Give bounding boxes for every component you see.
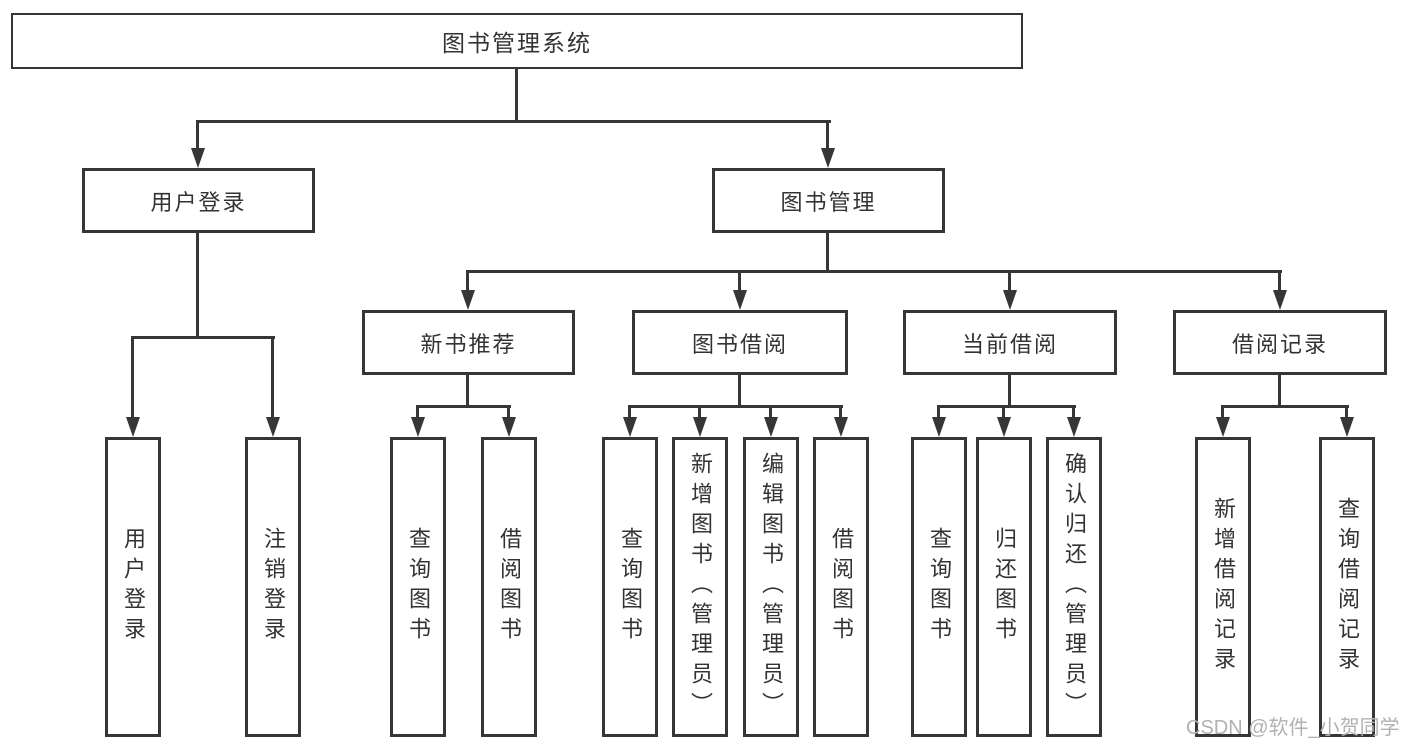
- connector-line: [1278, 375, 1281, 405]
- connector-line: [738, 375, 741, 405]
- leaf-confirm-return-admin: 确认归还（管理员）: [1046, 437, 1102, 737]
- connector-arrow: [1067, 417, 1081, 437]
- connector-arrow: [461, 290, 475, 310]
- node-user-login: 用户登录: [82, 168, 315, 233]
- node-book-management: 图书管理: [712, 168, 945, 233]
- connector-line: [738, 270, 741, 290]
- connector-line: [826, 233, 829, 270]
- connector-arrow: [764, 417, 778, 437]
- leaf-add-borrow-record: 新增借阅记录: [1195, 437, 1251, 737]
- leaf-borrow-books: 借阅图书: [813, 437, 869, 737]
- node-new-book-recommend-label: 新书推荐: [420, 331, 517, 357]
- connector-line: [937, 405, 1076, 408]
- connector-line: [416, 405, 511, 408]
- leaf-logout: 注销登录: [245, 437, 301, 737]
- node-book-borrowing: 图书借阅: [632, 310, 848, 375]
- connector-line: [628, 405, 843, 408]
- connector-arrow: [266, 417, 280, 437]
- connector-arrow: [1216, 417, 1230, 437]
- leaf-return-books: 归还图书: [976, 437, 1032, 737]
- connector-line: [271, 336, 274, 417]
- connector-line: [515, 69, 518, 122]
- node-library-system: 图书管理系统: [11, 13, 1023, 69]
- connector-line: [1345, 405, 1348, 417]
- leaf-borrow-books-recommend: 借阅图书: [481, 437, 537, 737]
- leaf-add-books-admin: 新增图书（管理员）: [672, 437, 728, 737]
- connector-line: [196, 120, 199, 150]
- connector-arrow: [821, 148, 835, 168]
- node-library-system-label: 图书管理系统: [442, 30, 592, 56]
- connector-line: [1008, 270, 1011, 290]
- connector-arrow: [1003, 290, 1017, 310]
- connector-line: [466, 270, 1282, 273]
- connector-line: [196, 120, 831, 123]
- connector-arrow: [1340, 417, 1354, 437]
- connector-arrow: [693, 417, 707, 437]
- leaf-query-borrow-record: 查询借阅记录: [1319, 437, 1375, 737]
- connector-arrow: [126, 417, 140, 437]
- connector-line: [196, 233, 199, 336]
- connector-line: [1221, 405, 1349, 408]
- node-borrow-records-label: 借阅记录: [1231, 331, 1328, 357]
- connector-arrow: [834, 417, 848, 437]
- node-book-management-label: 图书管理: [780, 189, 877, 215]
- node-current-borrowing-label: 当前借阅: [961, 331, 1058, 357]
- node-book-borrowing-label: 图书借阅: [691, 331, 788, 357]
- leaf-edit-books-admin: 编辑图书（管理员）: [743, 437, 799, 737]
- connector-line: [1002, 405, 1005, 417]
- connector-line: [937, 405, 940, 417]
- leaf-query-books-recommend: 查询图书: [390, 437, 446, 737]
- csdn-watermark: CSDN @软件_小贺同学: [1186, 717, 1400, 739]
- connector-line: [698, 405, 701, 417]
- connector-line: [628, 405, 631, 417]
- connector-line: [1008, 375, 1011, 405]
- connector-line: [769, 405, 772, 417]
- node-borrow-records: 借阅记录: [1173, 310, 1387, 375]
- connector-arrow: [502, 417, 516, 437]
- connector-arrow: [411, 417, 425, 437]
- connector-arrow: [191, 148, 205, 168]
- connector-arrow: [733, 290, 747, 310]
- connector-line: [1072, 405, 1075, 417]
- connector-line: [507, 405, 510, 417]
- node-new-book-recommend: 新书推荐: [362, 310, 575, 375]
- node-user-login-label: 用户登录: [150, 189, 247, 215]
- leaf-user-login: 用户登录: [105, 437, 161, 737]
- connector-arrow: [1273, 290, 1287, 310]
- connector-line: [131, 336, 275, 339]
- connector-arrow: [997, 417, 1011, 437]
- connector-line: [826, 120, 829, 150]
- leaf-query-books-current: 查询图书: [911, 437, 967, 737]
- leaf-query-books-borrowing: 查询图书: [602, 437, 658, 737]
- connector-line: [1278, 270, 1281, 290]
- connector-line: [466, 375, 469, 405]
- connector-arrow: [932, 417, 946, 437]
- node-current-borrowing: 当前借阅: [903, 310, 1117, 375]
- connector-arrow: [623, 417, 637, 437]
- connector-line: [839, 405, 842, 417]
- connector-line: [131, 336, 134, 417]
- connector-line: [416, 405, 419, 417]
- connector-line: [466, 270, 469, 290]
- connector-line: [1221, 405, 1224, 417]
